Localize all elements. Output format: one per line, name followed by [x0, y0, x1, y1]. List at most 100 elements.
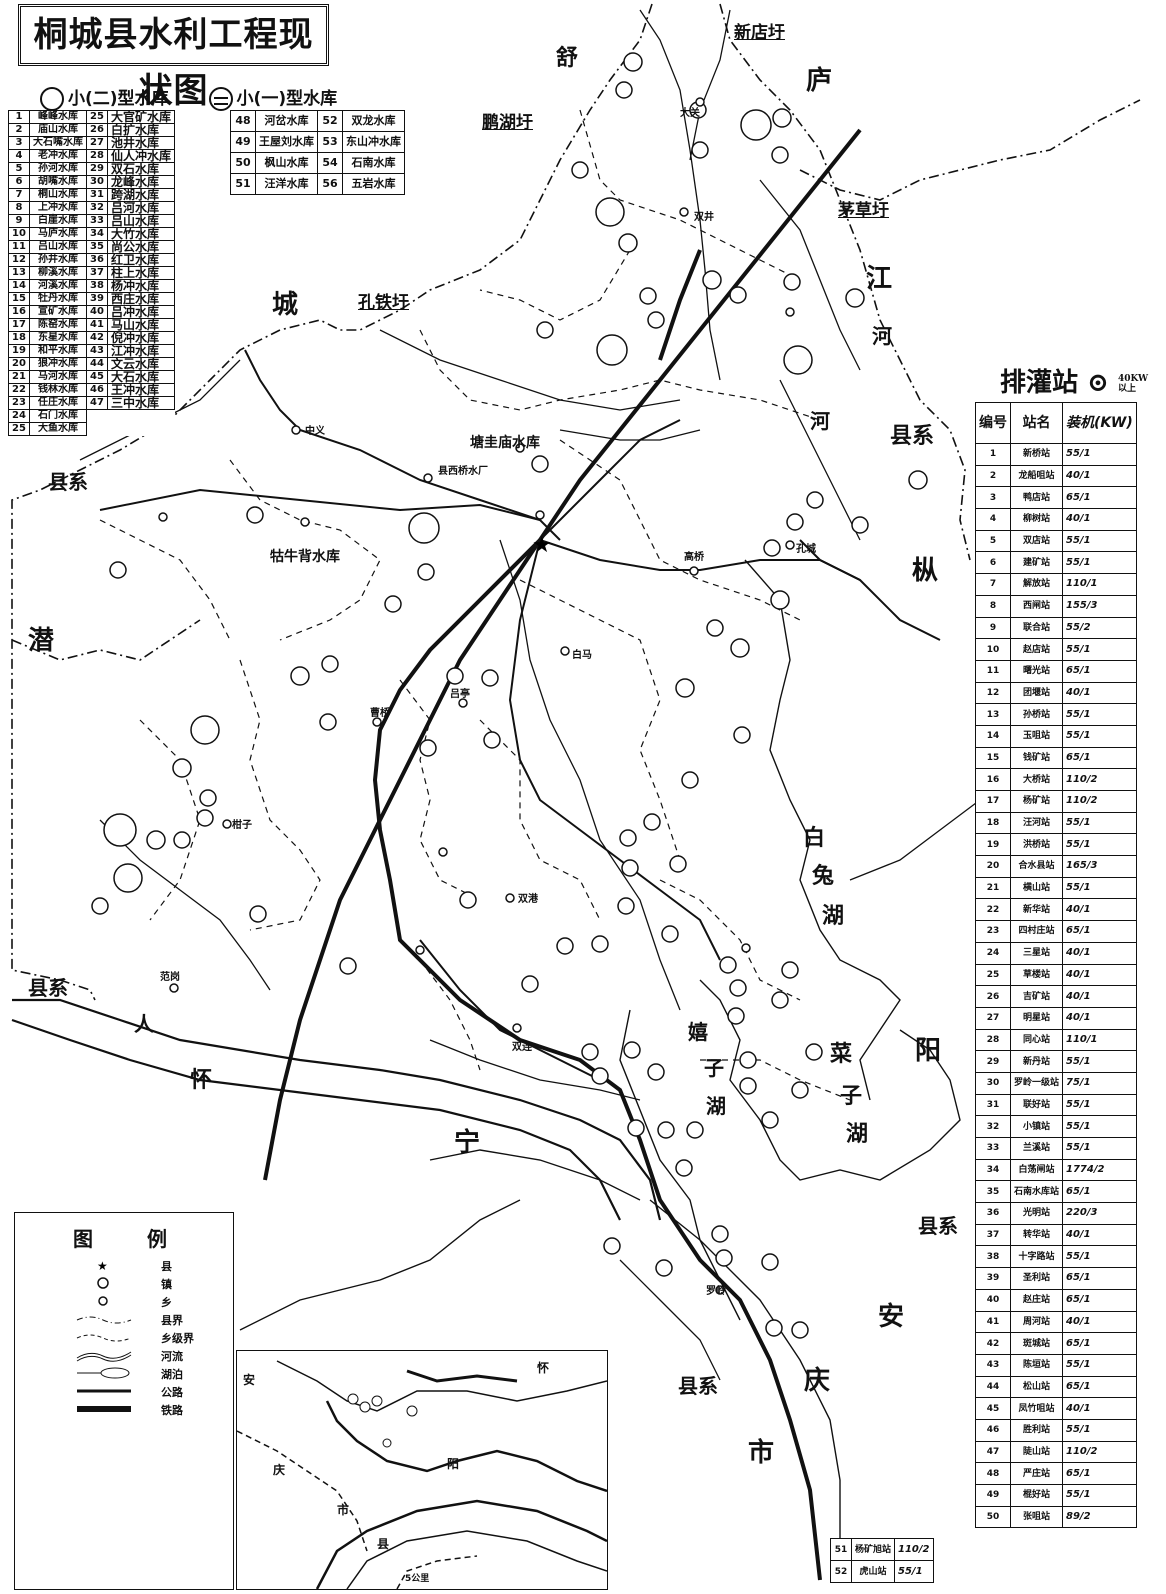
cell-n: 40 [975, 1288, 1011, 1312]
cell-mid-n: 30 [86, 175, 108, 189]
cell-name: 柳溪水库 [29, 266, 87, 280]
place-tangzhu: 塘圭庙水库 [470, 435, 540, 451]
cell-name: 陡山站 [1009, 1440, 1064, 1464]
cell-name2: 五岩水库 [342, 173, 405, 195]
legend-label: 铁路 [161, 1404, 183, 1417]
highway [244, 349, 561, 541]
cell-kw: 55/1 [894, 1560, 934, 1583]
cell-n: 25 [975, 963, 1011, 987]
lake-icon [75, 1366, 133, 1380]
cell-name: 兰溪站 [1009, 1137, 1064, 1160]
station-table-header: 编号 站名 装机(KW) [975, 402, 1137, 444]
cell-name: 孙井水库 [29, 253, 87, 267]
legend-label: 湖泊 [161, 1368, 183, 1381]
inset-scale: 5公里 [405, 1574, 430, 1584]
place-fanhe: 范岗 [160, 972, 180, 983]
place-kongcheng: 孔城 [796, 544, 816, 555]
cell-n: 39 [975, 1267, 1011, 1290]
cell-mid-n: 40 [86, 305, 108, 319]
cell-mid-n: 33 [86, 214, 108, 228]
label-huai: 怀 [190, 1067, 213, 1093]
railway-icon [75, 1402, 133, 1416]
cell-mid-n: 42 [86, 331, 108, 345]
cell-n: 13 [975, 703, 1011, 726]
cell-kw: 65/1 [1062, 1288, 1137, 1312]
cell-name: 大石嘴水库 [29, 136, 87, 150]
cell-kw: 55/1 [1062, 1353, 1137, 1377]
cell-name: 合水县站 [1009, 855, 1064, 878]
cell-name: 联合站 [1009, 616, 1064, 640]
cell-name: 联好站 [1009, 1093, 1064, 1117]
cell-n: 12 [975, 681, 1011, 705]
cell-mid-name: 尚公水库 [106, 240, 176, 254]
cell-kw: 55/1 [1062, 876, 1137, 900]
stations-title: 排灌站 ⊙ 40KW以上 [1000, 368, 1149, 398]
cell-n: 27 [975, 1006, 1011, 1030]
reservoir-type-legend: 小(二)型水库 小(一)型水库 [40, 84, 337, 111]
sluice-kongtie: 孔铁圩 [358, 293, 409, 313]
small-reservoir-icon [40, 87, 64, 111]
cell-name: 松山站 [1009, 1375, 1064, 1399]
cell-name: 杨矿旭站 [850, 1538, 896, 1561]
cell-n: 32 [975, 1115, 1011, 1138]
cell-name: 石南水库站 [1009, 1180, 1064, 1204]
cell-kw: 55/1 [1062, 1137, 1137, 1160]
label-cheng: 城 [272, 290, 299, 320]
cell-kw: 65/1 [1062, 1375, 1137, 1399]
cell-mid-n: 38 [86, 279, 108, 293]
cell-name: 新华站 [1009, 898, 1064, 922]
cell-kw: 40/1 [1062, 985, 1137, 1008]
cell-name: 钱林水库 [29, 383, 87, 397]
cell-name: 十字路站 [1009, 1245, 1064, 1269]
cell-mid-name: 跨湖水库 [106, 188, 176, 202]
cell-n: 18 [975, 811, 1011, 835]
cell-n2: 56 [317, 173, 343, 195]
cell-n: 3 [975, 486, 1011, 510]
cell-n: 30 [975, 1071, 1011, 1095]
cell-mid-name: 池井水库 [106, 136, 176, 150]
cell-n: 19 [975, 833, 1011, 857]
cell-mid-n: 41 [86, 318, 108, 332]
cell-n: 36 [975, 1202, 1011, 1225]
cell-kw: 110/2 [1062, 768, 1137, 791]
cell-name: 柳树站 [1009, 508, 1064, 531]
cell-mid-n: 47 [86, 396, 108, 410]
place-caoqiao: 曹桥 [370, 708, 390, 719]
cell-name: 周河站 [1009, 1310, 1064, 1334]
cell-n: 16 [975, 768, 1011, 791]
cell-n: 44 [975, 1375, 1011, 1399]
cell-name: 马庐水库 [29, 227, 87, 241]
legend-label: 乡 [161, 1296, 172, 1309]
cell-name2: 东山冲水库 [342, 131, 405, 153]
cell-n: 23 [8, 396, 30, 410]
cell-name: 明星站 [1009, 1006, 1064, 1030]
cell-kw: 55/2 [1062, 616, 1137, 640]
cell-kw: 75/1 [1062, 1071, 1137, 1095]
county-seat-star: ★ [532, 533, 552, 558]
cell-name: 罗岭一级站 [1009, 1071, 1064, 1095]
cell-n: 2 [975, 464, 1011, 488]
place-guniu: 牯牛背水库 [270, 549, 340, 565]
cell-name: 玉咀站 [1009, 724, 1064, 748]
place-shuangjing: 双井 [694, 212, 714, 223]
